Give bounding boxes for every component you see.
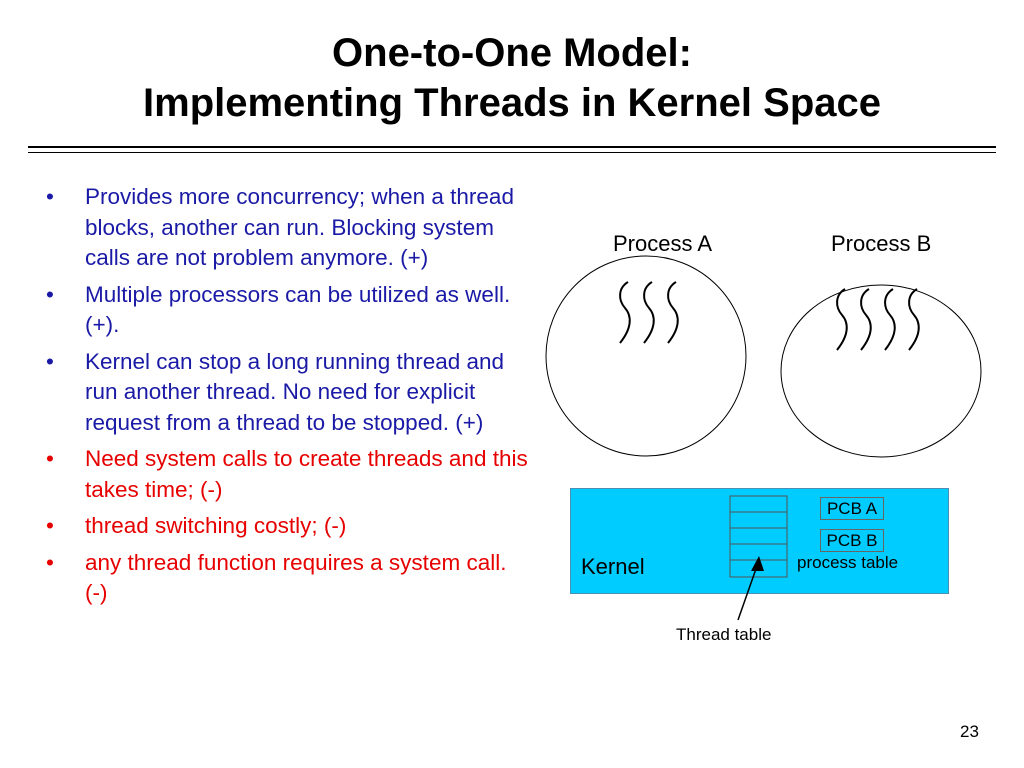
title-line-2: Implementing Threads in Kernel Space — [143, 81, 881, 125]
process-b-threads — [836, 288, 920, 351]
process-table-label: process table — [797, 553, 899, 572]
process-b-circle — [780, 284, 982, 458]
thread-icon — [619, 281, 631, 344]
thread-icon — [643, 281, 655, 344]
pcb-b-box: PCB B — [820, 529, 884, 552]
bullet-dot: • — [46, 513, 54, 538]
title-divider-thick — [28, 146, 996, 148]
pcb-a-box: PCB A — [820, 497, 884, 520]
bullet-text: Need system calls to create threads and … — [85, 446, 528, 502]
thread-icon — [908, 288, 920, 351]
process-b-label: Process B — [831, 231, 932, 256]
bullet-item: • Multiple processors can be utilized as … — [40, 280, 530, 341]
thread-table-arrowhead-icon — [751, 556, 764, 571]
thread-icon — [836, 288, 848, 351]
kernel-label: Kernel — [581, 554, 645, 579]
thread-icon — [860, 288, 872, 351]
bullet-item: • Provides more concurrency; when a threa… — [40, 182, 530, 274]
bullet-item: • Need system calls to create threads and… — [40, 444, 530, 505]
bullet-item: • Kernel can stop a long running thread a… — [40, 347, 530, 439]
bullet-item: • any thread function requires a system c… — [40, 548, 530, 609]
bullet-text: Provides more concurrency; when a thread… — [85, 184, 514, 270]
thread-table-pointer-line — [737, 565, 758, 621]
process-a-threads — [619, 281, 679, 344]
kernel-box — [570, 488, 949, 594]
thread-table-row — [729, 495, 788, 513]
bullet-text: any thread function requires a system ca… — [85, 549, 507, 606]
title-line-1: One-to-One Model: — [332, 31, 692, 75]
process-a-label: Process A — [613, 231, 713, 256]
bullet-text: Multiple processors can be utilized as w… — [85, 281, 511, 338]
bullet-text: thread switching costly; (-) — [85, 513, 347, 538]
bullet-dot: • — [46, 281, 54, 307]
thread-table-row — [729, 527, 788, 545]
bullet-dot: • — [46, 348, 54, 374]
title-divider-thin — [28, 152, 996, 153]
slide-title: One-to-One Model: Implementing Threads i… — [0, 28, 1024, 128]
process-a-circle — [545, 255, 747, 457]
bullet-item: • thread switching costly; (-) — [40, 511, 530, 542]
bullet-dot: • — [46, 446, 54, 471]
thread-icon — [667, 281, 679, 344]
page-number: 23 — [960, 722, 979, 741]
bullet-list: • Provides more concurrency; when a threa… — [40, 182, 530, 615]
thread-table-row — [729, 511, 788, 529]
thread-table-label: Thread table — [676, 625, 772, 644]
bullet-text: Kernel can stop a long running thread an… — [85, 348, 505, 435]
thread-icon — [884, 288, 896, 351]
bullet-dot: • — [46, 184, 54, 209]
bullet-dot: • — [46, 549, 54, 575]
